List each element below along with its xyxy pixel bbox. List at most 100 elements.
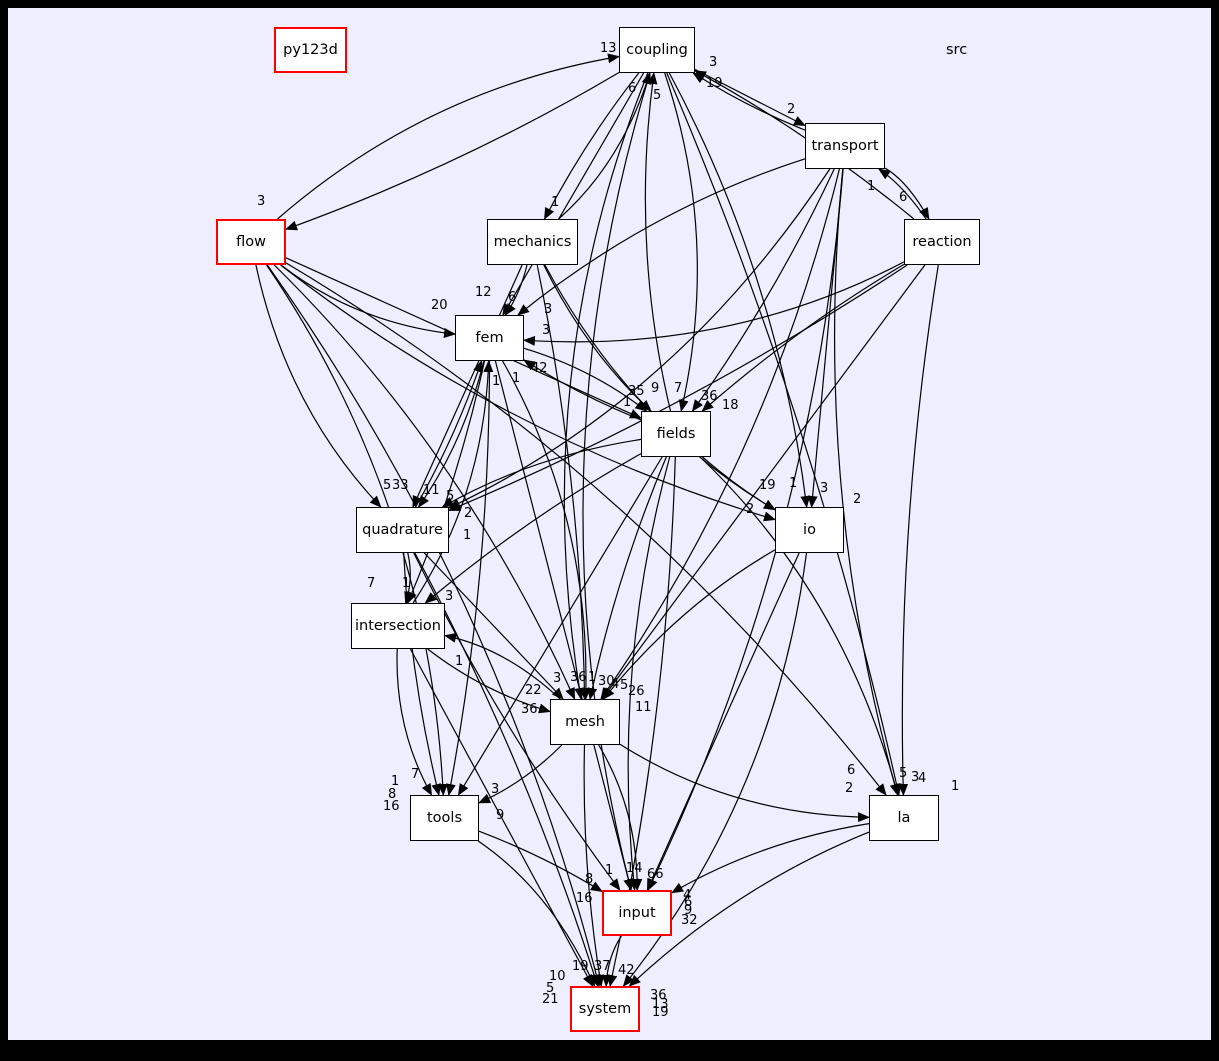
edge-tools-to-input	[478, 830, 603, 893]
edge-fem-to-quadrature	[418, 360, 485, 508]
edge-flow-to-fem	[280, 264, 456, 338]
edge-label-coupling-to-la: 4	[918, 771, 926, 786]
edge-label-intersection-to-system: 21	[542, 992, 559, 1007]
edge-label-intersection-to-tools: 16	[383, 799, 400, 814]
edge-coupling-to-mesh	[563, 72, 649, 700]
edge-intersection-to-fem	[412, 360, 494, 604]
edge-flow-to-system	[266, 264, 602, 987]
graph-title: src	[946, 42, 968, 58]
edge-tools-to-system	[477, 840, 596, 987]
node-mechanics[interactable]: mechanics	[487, 219, 578, 265]
edge-label-fields-to-quadrature: 5	[446, 489, 454, 504]
node-fields[interactable]: fields	[641, 411, 711, 457]
node-label: mechanics	[493, 234, 572, 250]
edge-reaction-to-la	[898, 264, 939, 796]
edge-transport-to-mesh	[600, 168, 840, 700]
node-la[interactable]: la	[869, 795, 939, 841]
edge-intersection-to-mesh	[427, 648, 551, 714]
edge-label-flow-to-mesh: 22	[525, 683, 542, 698]
edge-label-fem-to-intersection: 1	[402, 576, 410, 591]
node-quadrature[interactable]: quadrature	[356, 507, 449, 553]
edge-label-transport-to-reaction: 6	[899, 190, 907, 205]
node-reaction[interactable]: reaction	[904, 219, 980, 265]
edge-mesh-to-la	[619, 743, 870, 823]
node-coupling[interactable]: coupling	[619, 27, 695, 73]
edge-label-coupling-to-fem: 6	[508, 290, 516, 305]
edge-label-io-to-system: 13	[652, 997, 669, 1012]
edge-flow-to-coupling	[277, 53, 620, 220]
edge-label-reaction-to-quadrature: 1	[463, 528, 471, 543]
edge-label-mechanics-to-io: 1	[789, 476, 797, 491]
edge-label-flow-to-fem: 20	[431, 298, 448, 313]
edge-label-fem-to-tools: 7	[411, 767, 419, 782]
node-label: reaction	[912, 234, 972, 250]
edge-label-intersection-to-mesh: 3	[553, 671, 561, 686]
node-label: quadrature	[362, 522, 443, 538]
edge-label-fields-to-coupling: 5	[653, 88, 661, 103]
edge-transport-to-coupling	[692, 72, 806, 131]
edge-label-flow-to-coupling: 13	[600, 41, 617, 56]
edge-label-fem-to-fields: 1	[623, 395, 631, 410]
edge-label-flow-to-io: 2	[746, 502, 754, 517]
edge-label-fields-to-input: 14	[626, 861, 643, 876]
node-fem[interactable]: fem	[455, 315, 524, 361]
edge-fem-to-tools	[445, 360, 491, 796]
edge-reaction-to-quadrature	[448, 264, 908, 512]
node-tools[interactable]: tools	[410, 795, 479, 841]
edge-label-la-to-input: 32	[681, 913, 698, 928]
edge-label-coupling-to-input: 4	[683, 888, 691, 903]
edge-label-la-to-system: 36	[650, 988, 667, 1003]
edge-la-to-input	[671, 823, 870, 894]
edge-label-mechanics-to-coupling: 6	[628, 81, 636, 96]
edge-fields-to-input	[627, 456, 671, 891]
edge-fem-to-input	[494, 360, 634, 891]
edge-label-mesh-to-input: 66	[647, 867, 664, 882]
node-transport[interactable]: transport	[805, 123, 885, 169]
edge-fields-to-fem	[523, 359, 642, 421]
node-mesh[interactable]: mesh	[550, 699, 620, 745]
node-system[interactable]: system	[570, 986, 640, 1032]
edge-mesh-to-system	[583, 744, 605, 987]
edge-fields-to-tools	[457, 456, 663, 796]
edge-paths	[255, 53, 939, 987]
graph-background	[8, 8, 1211, 1040]
edge-mechanics-to-quadrature	[412, 264, 523, 508]
edge-label-flow-to-system: 5	[546, 981, 554, 996]
edge-label-reaction-to-transport: 1	[867, 179, 875, 194]
node-flow[interactable]: flow	[216, 219, 286, 265]
edge-label-mesh-to-la: 6	[847, 763, 855, 778]
edge-fields-to-coupling	[644, 72, 672, 412]
edge-label-reaction-to-fields: 18	[722, 398, 739, 413]
edge-label-intersection-to-fem: 1	[512, 371, 520, 386]
edge-mechanics-to-coupling	[558, 72, 652, 220]
edge-fields-to-quadrature	[441, 438, 642, 508]
edge-label-tools-to-input: 8	[585, 872, 593, 887]
edge-transport-to-fields	[691, 168, 835, 412]
edge-label-coupling-to-flow: 3	[257, 194, 265, 209]
edge-transport-to-la	[833, 168, 900, 796]
edge-fields-to-la	[699, 456, 900, 796]
edge-label-transport-to-io: 2	[853, 492, 861, 507]
node-input[interactable]: input	[602, 890, 672, 936]
edge-reaction-to-fem	[523, 261, 905, 346]
node-io[interactable]: io	[775, 507, 844, 553]
node-label: coupling	[626, 42, 688, 58]
edge-flow-to-la	[285, 262, 887, 796]
edge-label-coupling-to-mechanics: 1	[551, 195, 559, 210]
edge-io-to-mesh	[602, 549, 776, 700]
edge-intersection-to-tools	[396, 648, 433, 796]
node-intersection[interactable]: intersection	[351, 603, 445, 649]
edge-quadrature-to-input	[413, 552, 621, 891]
edge-label-mechanics-to-fem: 12	[475, 285, 492, 300]
edge-mechanics-to-mesh	[536, 264, 590, 700]
edge-fem-to-mesh	[502, 360, 592, 700]
node-py123d[interactable]: py123d	[274, 27, 347, 73]
edge-label-quadrature-to-fem: 1	[492, 374, 500, 389]
edge-label-fields-to-fem: 42	[531, 361, 548, 376]
edge-fields-to-intersection	[424, 453, 642, 604]
node-label: py123d	[283, 42, 338, 58]
edge-io-to-input	[646, 552, 800, 891]
edge-coupling-to-fields	[664, 72, 698, 412]
